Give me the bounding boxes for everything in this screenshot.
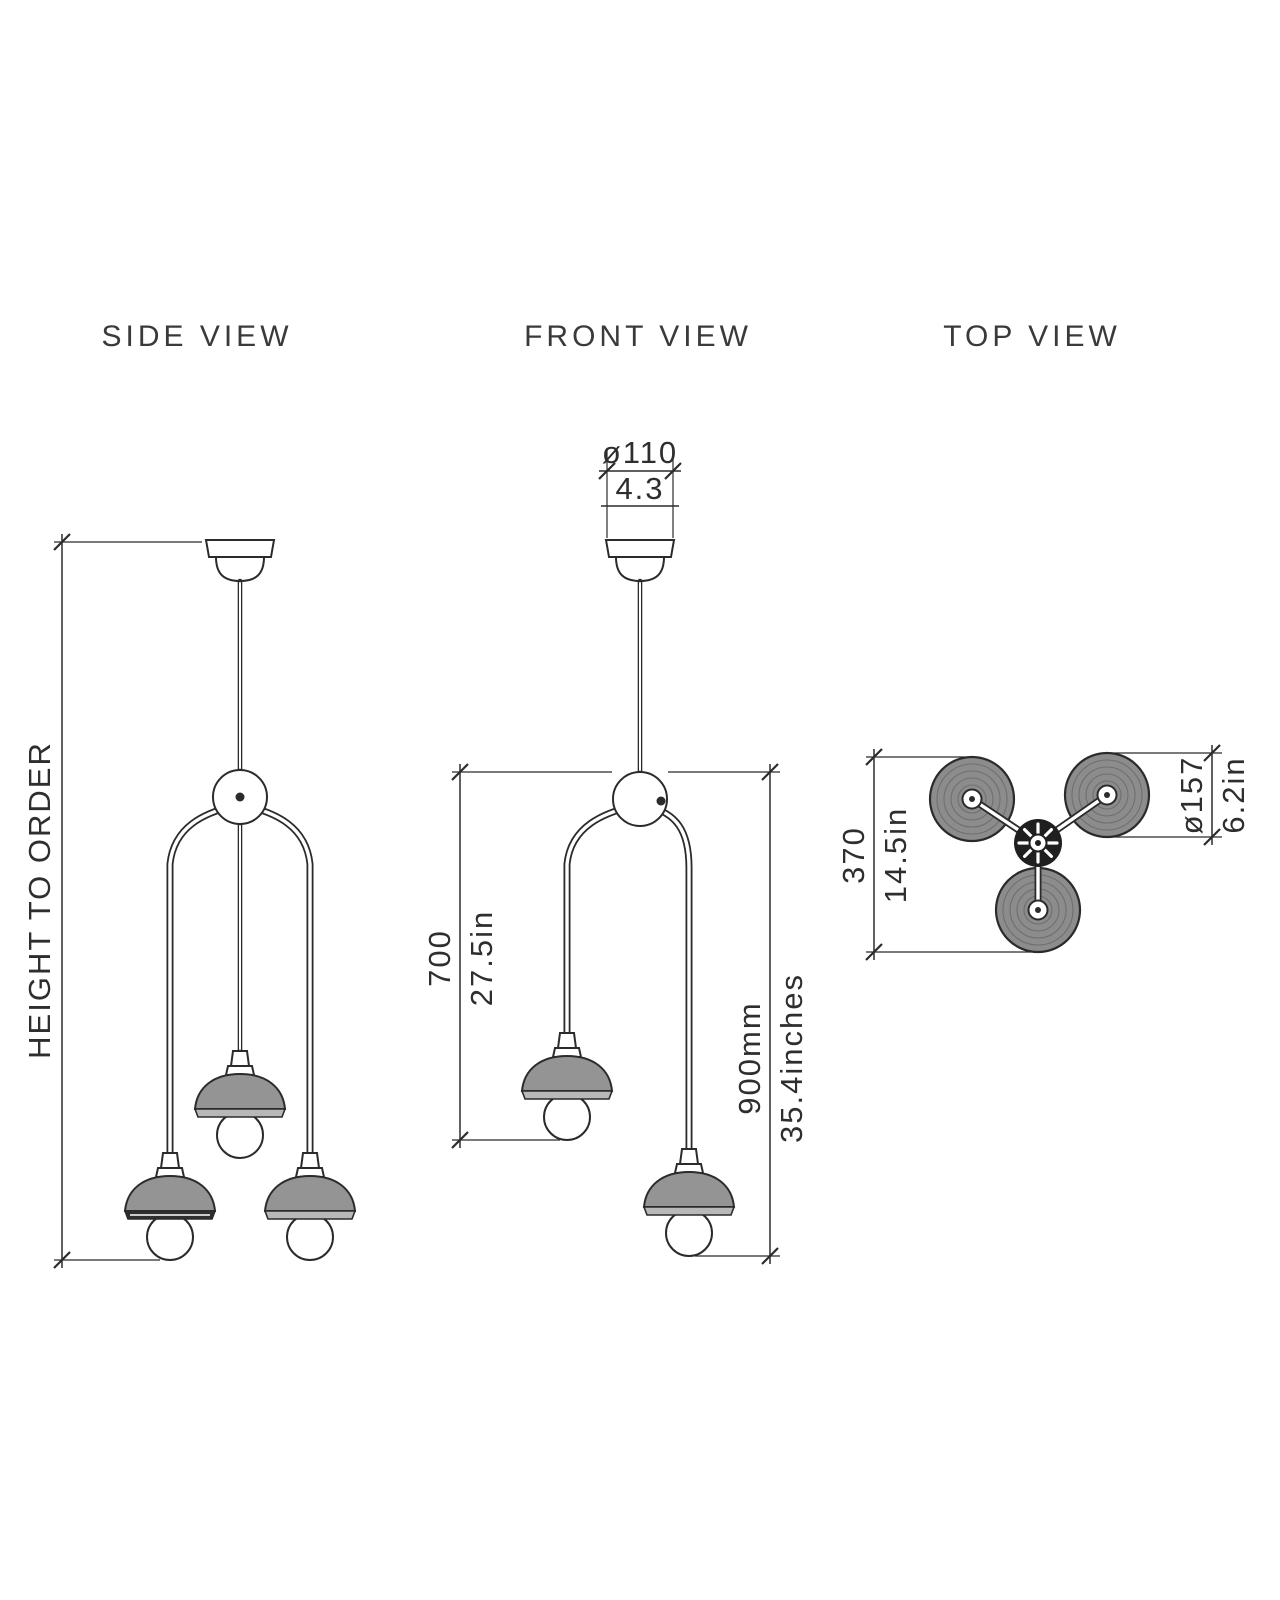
dimension-overall: 900mm 35.4inches — [668, 763, 809, 1265]
hub-spoke — [1043, 848, 1053, 858]
hole-center — [969, 796, 975, 802]
side-view: SIDE VIEW — [22, 320, 356, 1269]
arm-outline — [563, 802, 637, 1037]
arm-outline — [643, 802, 693, 1153]
overall-mm-label: 900mm — [732, 1001, 767, 1114]
front-view-title: FRONT VIEW — [524, 320, 752, 353]
cap-plate — [604, 539, 676, 558]
hub-spoke — [1023, 828, 1033, 838]
disc-ring — [950, 777, 994, 821]
hub-spoke — [1043, 828, 1053, 838]
cap-plate — [204, 539, 276, 558]
arm-core — [645, 804, 691, 1151]
ceiling-cap — [604, 539, 676, 583]
hub-rosette — [1014, 819, 1062, 867]
dimension-height-to-order: HEIGHT TO ORDER — [22, 533, 202, 1269]
disc-ring — [943, 770, 1001, 828]
dimension-drop: 700 27.5in — [422, 763, 612, 1149]
hub-set-screw — [656, 796, 666, 806]
height-to-order-label: HEIGHT TO ORDER — [22, 741, 57, 1059]
tick-bottom — [1203, 828, 1221, 846]
pendant-lamp-left — [521, 1032, 613, 1141]
hub-pin — [235, 792, 245, 802]
canopy-mm-label: ø110 — [602, 435, 678, 470]
cap-dome — [214, 556, 266, 583]
disc-ring — [936, 763, 1008, 835]
disc-ring — [957, 784, 987, 814]
dimension-spread: 370 14.5in — [836, 748, 1032, 961]
disc-ring — [1085, 773, 1129, 817]
disc-ring — [1071, 759, 1143, 831]
ceiling-cap — [204, 539, 276, 583]
spread-mm-label: 370 — [836, 826, 871, 884]
hole-center — [1104, 792, 1110, 798]
cap-dome — [614, 556, 666, 583]
top-view-title: TOP VIEW — [943, 320, 1121, 353]
disc-ring — [1092, 780, 1122, 810]
shade-dia-in-label: 6.2in — [1216, 756, 1251, 833]
tick-bottom — [53, 1251, 71, 1269]
pendant-lamp-right — [643, 1148, 735, 1257]
tick-top — [761, 763, 779, 781]
shade-dia-mm-label: ø157 — [1174, 756, 1209, 835]
tick-top — [1203, 744, 1221, 762]
socket-hole-bottom — [1027, 899, 1049, 921]
spread-in-label: 14.5in — [878, 807, 913, 903]
hub-circle — [612, 771, 668, 827]
tick-top — [451, 763, 469, 781]
overall-in-label: 35.4inches — [774, 973, 809, 1143]
hub-center-dot — [1035, 840, 1041, 846]
disc-ring — [1078, 766, 1136, 824]
pendant-lamp-left — [124, 1152, 216, 1261]
pendant-lamp-right — [264, 1152, 356, 1261]
arm-right — [643, 802, 693, 1153]
drop-mm-label: 700 — [422, 929, 457, 987]
hub-spoke — [1023, 848, 1033, 858]
dimension-shade-diameter: ø157 6.2in — [1107, 744, 1251, 846]
tick-left — [598, 462, 616, 480]
hole-center — [1035, 907, 1041, 913]
tick-top — [865, 748, 883, 766]
socket-hole-top-right — [1096, 784, 1118, 806]
pendant-lamp-center — [194, 1050, 286, 1159]
tick-bottom — [865, 943, 883, 961]
canopy-in-label: 4.3 — [615, 471, 664, 506]
hub-ball — [612, 771, 668, 827]
tick-bottom — [451, 1131, 469, 1149]
tick-bottom — [761, 1247, 779, 1265]
hub-ball — [212, 769, 268, 825]
tick-right — [664, 462, 682, 480]
front-view: FRONT VIEW — [422, 320, 809, 1265]
top-view: TOP VIEW — [836, 320, 1251, 961]
side-view-title: SIDE VIEW — [101, 320, 292, 353]
tick-top — [53, 533, 71, 551]
dimension-canopy-diameter: ø110 4.3 — [598, 435, 682, 538]
arm-left — [563, 802, 637, 1037]
drop-in-label: 27.5in — [464, 910, 499, 1006]
socket-hole-top-left — [961, 788, 983, 810]
